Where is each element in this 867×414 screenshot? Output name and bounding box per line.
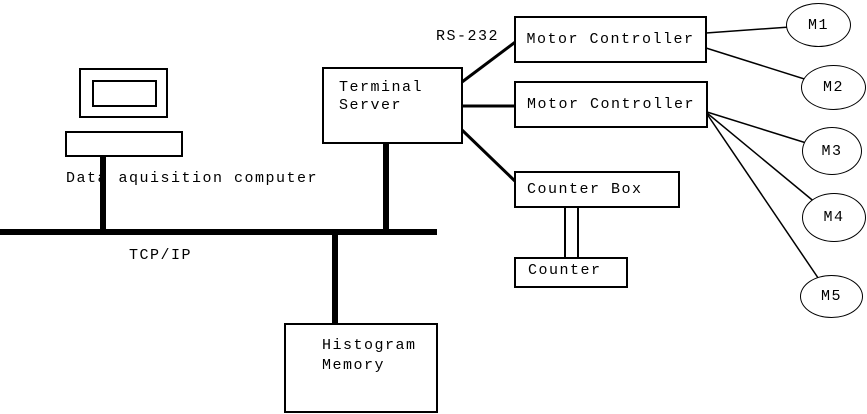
motor-m5-node: M5 bbox=[800, 275, 863, 318]
counter-box: Counter Box bbox=[514, 171, 680, 208]
motor-m1-node: M1 bbox=[786, 3, 851, 47]
computer-monitor-icon bbox=[79, 68, 168, 118]
motor-m1-label: M1 bbox=[807, 16, 829, 34]
rs232-label: RS-232 bbox=[436, 28, 500, 45]
terminal-server-box: Terminal Server bbox=[322, 67, 463, 144]
computer-screen-icon bbox=[92, 80, 157, 107]
counter-label: Counter bbox=[528, 261, 602, 279]
motor-m3-node: M3 bbox=[802, 127, 862, 175]
ts-to-mc1-line bbox=[461, 38, 519, 84]
motor-controller-1-label: Motor Controller bbox=[526, 31, 695, 48]
histogram-memory-label-line1: Histogram bbox=[322, 337, 417, 354]
ts-to-counterbox-line bbox=[460, 128, 520, 186]
motor-m4-label: M4 bbox=[823, 209, 845, 226]
motor-m4-node: M4 bbox=[802, 193, 866, 242]
histogram-memory-box: Histogram Memory bbox=[284, 323, 438, 413]
terminal-server-label-line2: Server bbox=[339, 97, 403, 114]
mc2-to-m5-line bbox=[706, 113, 832, 298]
motor-controller-2-box: Motor Controller bbox=[514, 81, 708, 128]
counter-box-label: Counter Box bbox=[527, 181, 643, 198]
terminal-server-label-line1: Terminal bbox=[339, 79, 424, 96]
computer-label: Data aquisition computer bbox=[66, 170, 319, 187]
histogram-memory-label-line2: Memory bbox=[322, 357, 386, 374]
counter-unit-box: Counter bbox=[514, 257, 628, 288]
motor-controller-1-box: Motor Controller bbox=[514, 16, 707, 63]
motor-m2-node: M2 bbox=[801, 65, 866, 110]
tcpip-label: TCP/IP bbox=[129, 247, 193, 264]
motor-m5-label: M5 bbox=[820, 288, 842, 305]
motor-m2-label: M2 bbox=[822, 79, 844, 96]
computer-keyboard-icon bbox=[65, 131, 183, 157]
motor-controller-2-label: Motor Controller bbox=[526, 96, 696, 113]
motor-m3-label: M3 bbox=[821, 142, 843, 160]
